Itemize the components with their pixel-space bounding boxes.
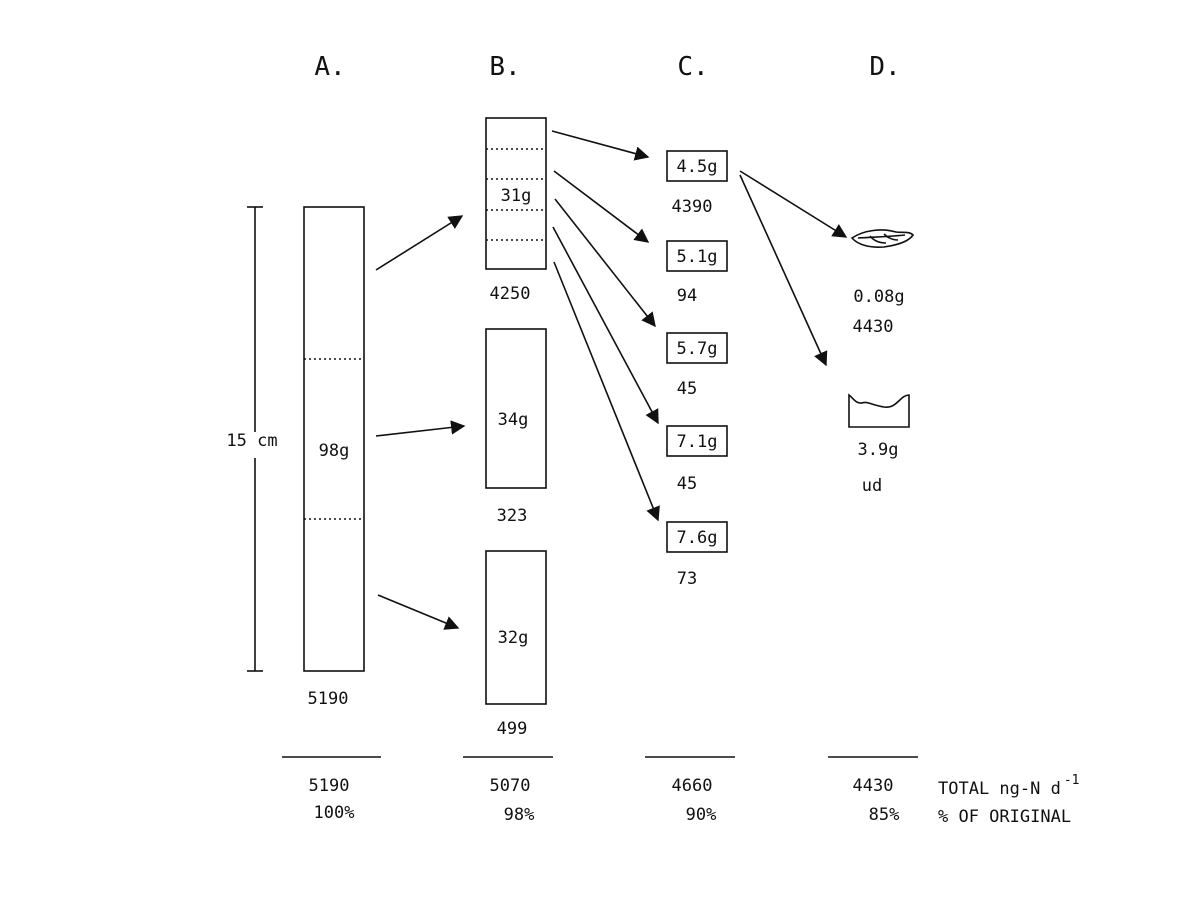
total-row-label-exponent: -1 [1064, 773, 1080, 788]
column-b-top-mass: 31g [501, 186, 532, 206]
column-d-percent: 85% [869, 805, 900, 825]
column-d-leaf-activity: 4430 [853, 317, 894, 337]
column-a-percent: 100% [314, 803, 355, 823]
column-b-bottom-mass: 32g [498, 628, 529, 648]
column-d-leaf-mass: 0.08g [853, 287, 904, 307]
scale-bar [247, 206, 263, 672]
soil-container-icon [848, 393, 910, 428]
arrow-b-to-c-2 [553, 170, 650, 243]
column-a-core [303, 206, 365, 672]
arrow-c-to-d-leaf [739, 170, 848, 238]
column-c-section-1-mass: 4.5g [677, 157, 718, 177]
column-d-soil-mass: 3.9g [858, 440, 899, 460]
column-b-middle-segment [485, 328, 547, 489]
column-b-top-segment [485, 117, 547, 270]
column-a-mass: 98g [319, 441, 350, 461]
column-c-section-4-mass: 7.1g [677, 432, 718, 452]
percent-row-label: % OF ORIGINAL [938, 807, 1071, 827]
column-b-bottom-segment [485, 550, 547, 705]
column-c-section-2: 5.1g 94 [666, 240, 728, 306]
leaf-fragment-icon [850, 229, 915, 248]
column-c-header: C. [677, 52, 708, 82]
column-c-section-1: 4.5g 4390 [666, 150, 728, 217]
column-c-section-4-activity: 45 [677, 474, 697, 494]
column-b-total: 5070 [490, 776, 531, 796]
arrow-a-to-b-top [375, 215, 464, 271]
arrow-a-to-b-bottom [377, 594, 460, 630]
column-b-percent: 98% [504, 805, 535, 825]
arrow-b-to-c-1 [551, 130, 650, 161]
arrow-b-to-c-3 [554, 198, 656, 328]
total-row-label-text: TOTAL ng-N d [938, 779, 1061, 799]
column-c-section-1-activity: 4390 [672, 197, 713, 217]
column-a-header: A. [314, 52, 345, 82]
column-c-percent: 90% [686, 805, 717, 825]
column-c-section-3-activity: 45 [677, 379, 697, 399]
column-c-section-5: 7.6g 73 [666, 521, 728, 589]
column-b-header: B. [489, 52, 520, 82]
column-b-middle-activity: 323 [497, 506, 528, 526]
column-a-total: 5190 [309, 776, 350, 796]
column-c-section-2-activity: 94 [677, 286, 697, 306]
column-c-section-3-mass: 5.7g [677, 339, 718, 359]
column-c-section-4: 7.1g 45 [666, 425, 728, 494]
arrow-a-to-b-middle [375, 420, 466, 437]
column-d-soil-activity: ud [862, 476, 882, 496]
column-b-top-activity: 4250 [490, 284, 531, 304]
scale-label: 15 cm [226, 431, 277, 451]
total-row-label: TOTAL ng-N d-1 [938, 773, 1079, 799]
column-b-bottom-activity: 499 [497, 719, 528, 739]
arrow-b-to-c-5 [553, 261, 660, 522]
arrow-c-to-d-soil [739, 174, 828, 367]
column-a-activity: 5190 [308, 689, 349, 709]
arrow-b-to-c-4 [552, 226, 659, 425]
column-c-section-2-mass: 5.1g [677, 247, 718, 267]
column-c-section-3: 5.7g 45 [666, 332, 728, 399]
column-c-total: 4660 [672, 776, 713, 796]
column-c-section-5-activity: 73 [677, 569, 697, 589]
column-b-middle-mass: 34g [498, 410, 529, 430]
column-d-total: 4430 [853, 776, 894, 796]
column-d-header: D. [869, 52, 900, 82]
column-c-section-5-mass: 7.6g [677, 528, 718, 548]
